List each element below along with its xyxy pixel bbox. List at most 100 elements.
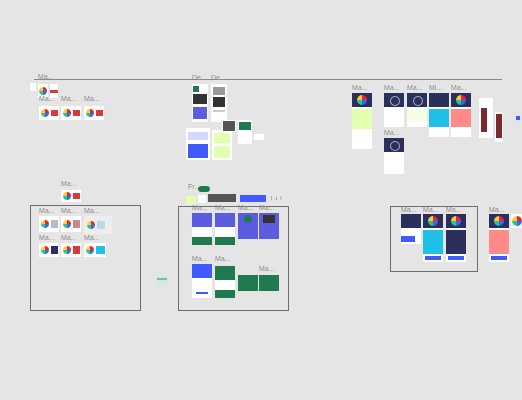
- frame-thumbnail[interactable]: [39, 106, 59, 120]
- section-frame[interactable]: [30, 205, 141, 311]
- frame-thumbnail[interactable]: [352, 93, 372, 149]
- frame-label[interactable]: Ma...: [384, 130, 400, 137]
- color-wheel-icon: [428, 216, 438, 226]
- arrow-icons[interactable]: ↑ ↓ ↑: [270, 196, 283, 202]
- image-block: [188, 144, 208, 158]
- frame-label[interactable]: Ma...: [352, 85, 368, 92]
- header-bar: [51, 220, 58, 228]
- frame-label[interactable]: Ma...: [215, 256, 231, 263]
- frame-thumbnail[interactable]: [429, 93, 449, 137]
- frame-thumbnail[interactable]: [238, 275, 258, 291]
- frame-label[interactable]: Ma...: [401, 207, 417, 214]
- image-block: [263, 215, 275, 223]
- frame-thumbnail[interactable]: [479, 98, 493, 138]
- frame-label[interactable]: Mi...: [429, 85, 443, 92]
- header-bar: [429, 93, 449, 107]
- frame-thumbnail[interactable]: [259, 213, 279, 239]
- frame-thumbnail[interactable]: [61, 190, 81, 202]
- footer-bar: [448, 256, 464, 260]
- frame-label[interactable]: Ma...: [451, 85, 467, 92]
- frame-label[interactable]: Ma...: [84, 208, 100, 215]
- frame-thumbnail[interactable]: [451, 93, 471, 137]
- frame-label[interactable]: Ma...: [192, 205, 208, 212]
- frame-label[interactable]: Ma...: [39, 96, 55, 103]
- frame-thumbnail[interactable]: [50, 84, 58, 98]
- frame-thumbnail[interactable]: [238, 213, 258, 239]
- frame-thumbnail[interactable]: [186, 128, 210, 160]
- frame-label[interactable]: Ma...: [384, 85, 400, 92]
- frame-thumbnail[interactable]: [61, 106, 81, 120]
- frame-thumbnail[interactable]: [198, 186, 210, 192]
- content-block: [481, 108, 487, 132]
- frame-thumbnail[interactable]: [39, 216, 59, 232]
- header-bar: [73, 246, 80, 254]
- frame-label[interactable]: Ma...: [84, 96, 100, 103]
- frame-thumbnail[interactable]: [211, 84, 227, 122]
- frame-thumbnail[interactable]: [192, 213, 212, 245]
- frame-thumbnail[interactable]: [84, 243, 106, 257]
- image-block: [214, 146, 230, 158]
- frame-thumbnail[interactable]: [384, 93, 404, 127]
- frame-thumbnail[interactable]: [215, 266, 235, 298]
- frame-thumbnail[interactable]: [61, 243, 81, 257]
- section-frame[interactable]: [390, 206, 478, 272]
- frame-label[interactable]: Ma...: [38, 74, 54, 81]
- color-wheel-icon: [39, 87, 47, 95]
- frame-label[interactable]: Ma...: [423, 207, 439, 214]
- frame-label[interactable]: Ma...: [489, 207, 505, 214]
- frame-thumbnail[interactable]: [156, 276, 168, 286]
- frame-label[interactable]: Ma...: [259, 266, 275, 273]
- frame-label[interactable]: Fr...: [188, 184, 201, 191]
- frame-thumbnail[interactable]: [198, 195, 206, 203]
- frame-label[interactable]: Ma...: [39, 208, 55, 215]
- frame-label[interactable]: Ma...: [39, 235, 55, 242]
- header-bar: [215, 213, 235, 227]
- color-wheel-icon: [41, 220, 49, 228]
- header-bar: [401, 214, 421, 228]
- frame-thumbnail[interactable]: [192, 264, 212, 298]
- section-frame[interactable]: [178, 206, 289, 311]
- frame-thumbnail[interactable]: [84, 216, 112, 234]
- frame-thumbnail[interactable]: [259, 275, 279, 291]
- frame-thumbnail[interactable]: [30, 83, 36, 91]
- frame-thumbnail[interactable]: [186, 196, 196, 204]
- frame-thumbnail[interactable]: [446, 214, 466, 262]
- frame-label[interactable]: Ma...: [215, 205, 231, 212]
- frame-thumbnail[interactable]: [489, 214, 509, 262]
- frame-thumbnail[interactable]: [212, 130, 232, 160]
- frame-thumbnail[interactable]: [84, 106, 104, 120]
- frame-thumbnail[interactable]: [208, 194, 236, 202]
- content-block: [489, 230, 509, 254]
- frame-thumbnail[interactable]: [423, 214, 443, 262]
- frame-label[interactable]: Ma...: [61, 235, 77, 242]
- frame-thumbnail[interactable]: [38, 84, 48, 98]
- footer-bar: [425, 256, 441, 260]
- frame-label[interactable]: Ma...: [84, 235, 100, 242]
- frame-label[interactable]: Ma...: [259, 205, 275, 212]
- frame-label[interactable]: De...: [211, 75, 226, 82]
- frame-thumbnail[interactable]: [240, 195, 266, 202]
- frame-thumbnail[interactable]: [222, 120, 236, 132]
- frame-thumbnail[interactable]: [254, 134, 264, 140]
- frame-label[interactable]: Ma...: [61, 96, 77, 103]
- frame-label[interactable]: Ma...: [446, 207, 462, 214]
- frame-thumbnail[interactable]: [495, 112, 503, 142]
- frame-label[interactable]: Ma...: [192, 256, 208, 263]
- footer-bar: [491, 256, 507, 260]
- frame-label[interactable]: Ma...: [61, 208, 77, 215]
- frame-label[interactable]: De...: [192, 75, 207, 82]
- frame-thumbnail[interactable]: [401, 214, 421, 244]
- frame-thumbnail[interactable]: [61, 216, 81, 232]
- frame-thumbnail[interactable]: [39, 243, 59, 257]
- frame-thumbnail[interactable]: [215, 213, 235, 245]
- frame-label[interactable]: Ma...: [61, 181, 77, 188]
- header-bar: [51, 110, 58, 116]
- frame-thumbnail[interactable]: [407, 93, 427, 127]
- frame-thumbnail[interactable]: [511, 214, 522, 228]
- frame-thumbnail[interactable]: [238, 120, 252, 144]
- frame-thumbnail[interactable]: [192, 84, 208, 122]
- frame-label[interactable]: Ma...: [238, 205, 254, 212]
- frame-label[interactable]: Ma...: [407, 85, 423, 92]
- frame-thumbnail[interactable]: [384, 138, 404, 174]
